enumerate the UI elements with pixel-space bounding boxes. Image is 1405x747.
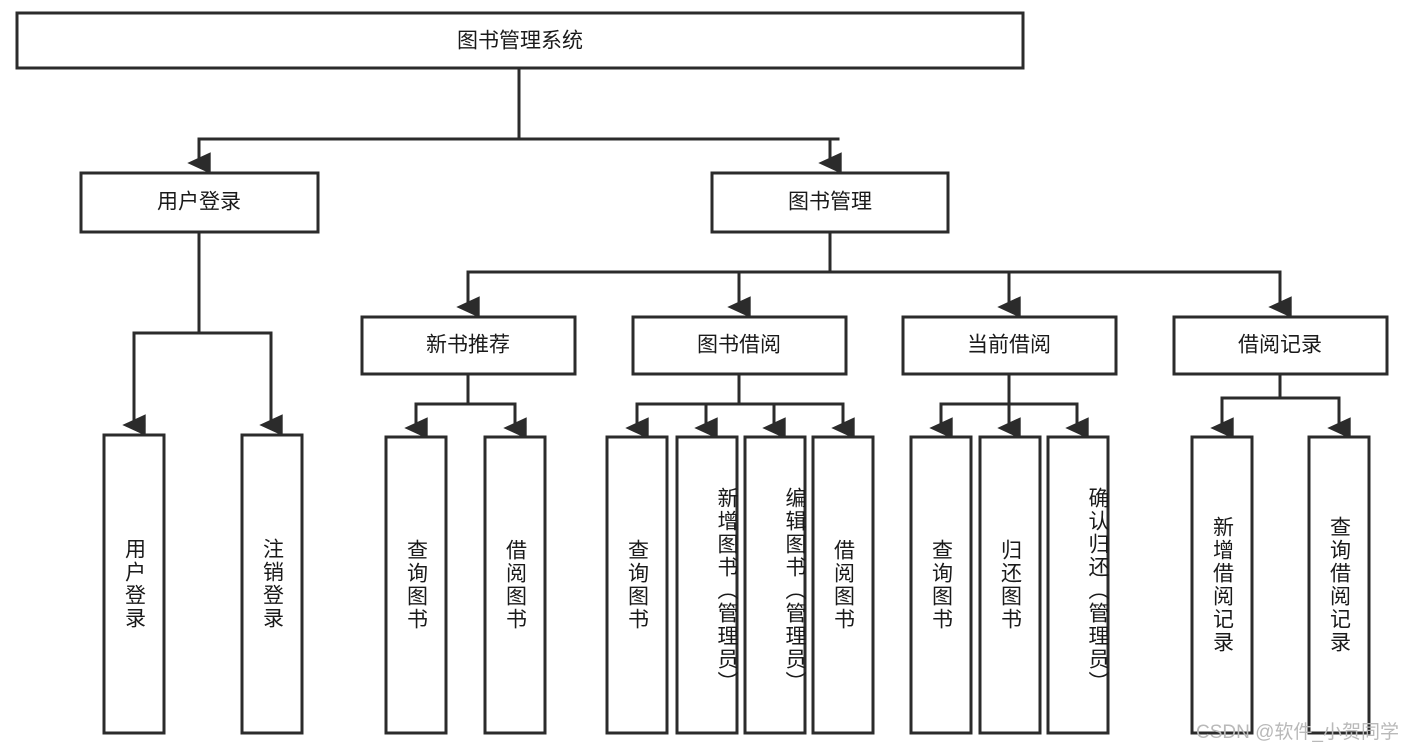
node-current-borrow-label: 当前借阅 xyxy=(967,334,1051,357)
connector-bookborrow-to-leaves xyxy=(625,372,855,439)
node-borrow-record[interactable]: 借阅记录 xyxy=(1172,315,1389,376)
leaf-box-user-login-1[interactable] xyxy=(240,433,304,735)
leaf-box-newbook-0[interactable] xyxy=(384,435,448,735)
node-book-management-label: 图书管理 xyxy=(788,191,872,214)
leaf-box-user-login-0[interactable] xyxy=(102,433,166,735)
leaf-box-bookborrow-2[interactable] xyxy=(743,435,807,735)
leaf-box-currentborrow-2[interactable] xyxy=(1046,435,1110,735)
connector-userlogin-to-leaves xyxy=(122,230,283,436)
node-user-login-label: 用户登录 xyxy=(157,191,241,214)
leaf-box-currentborrow-0[interactable] xyxy=(909,435,973,735)
leaf-box-bookborrow-3[interactable] xyxy=(811,435,875,735)
node-current-borrow[interactable]: 当前借阅 xyxy=(901,315,1118,376)
leaf-box-bookborrow-1[interactable] xyxy=(675,435,739,735)
connector-borrowrecord-to-leaves xyxy=(1210,372,1351,439)
connector-newbook-to-leaves xyxy=(404,372,527,439)
node-borrow-record-label: 借阅记录 xyxy=(1238,334,1322,357)
node-new-book-recommend-label: 新书推荐 xyxy=(426,334,510,357)
node-new-book-recommend[interactable]: 新书推荐 xyxy=(360,315,577,376)
node-book-management[interactable]: 图书管理 xyxy=(710,171,950,234)
connector-currentborrow-to-leaves xyxy=(929,372,1089,439)
leaf-box-currentborrow-1[interactable] xyxy=(978,435,1042,735)
leaf-box-borrowrecord-0[interactable] xyxy=(1190,435,1254,735)
node-root-system-label: 图书管理系统 xyxy=(457,30,583,53)
connector-bookmgmt-to-level3 xyxy=(456,230,1292,318)
leaf-box-borrowrecord-1[interactable] xyxy=(1307,435,1371,735)
leaf-box-newbook-1[interactable] xyxy=(483,435,547,735)
connector-root-to-level2 xyxy=(187,66,842,174)
leaf-box-bookborrow-0[interactable] xyxy=(605,435,669,735)
node-book-borrow[interactable]: 图书借阅 xyxy=(631,315,848,376)
node-user-login[interactable]: 用户登录 xyxy=(79,171,320,234)
watermark-text: CSDN @软件_小贺同学 xyxy=(1196,722,1399,743)
node-book-borrow-label: 图书借阅 xyxy=(697,334,781,357)
node-root-system[interactable]: 图书管理系统 xyxy=(15,11,1025,70)
